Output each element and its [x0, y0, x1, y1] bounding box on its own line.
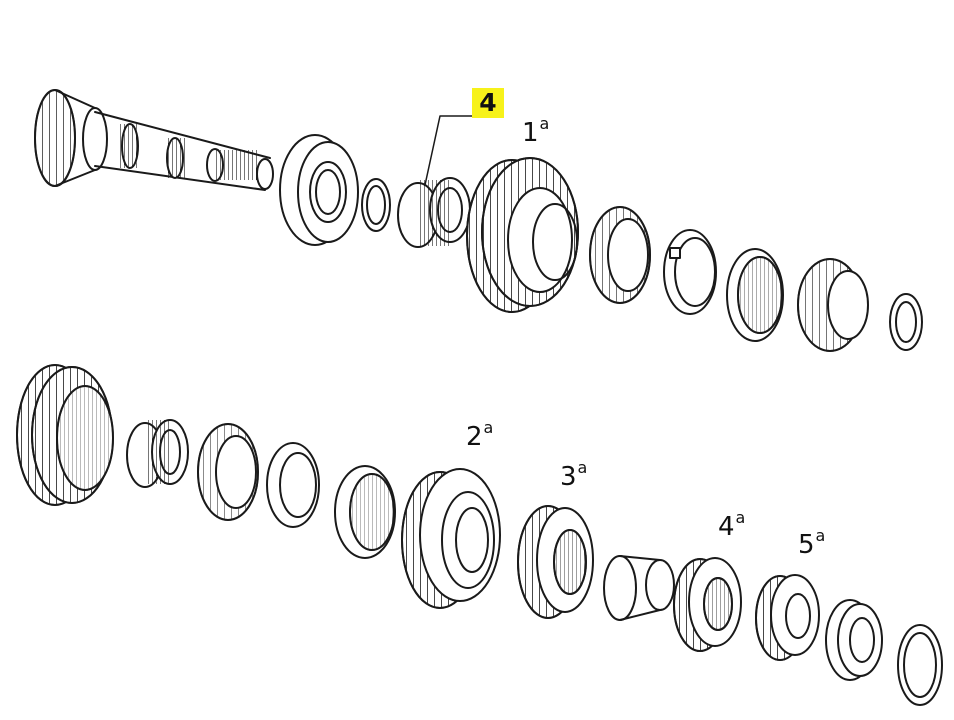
- synchro-outer-bottom: [334, 465, 396, 559]
- gear-label-second: 2a: [466, 420, 493, 452]
- synchro-ring-bottom: [197, 423, 259, 521]
- spacer-sleeve: [603, 555, 675, 621]
- large-ring-gear: [16, 364, 114, 506]
- gear-label-number: 3: [560, 462, 577, 492]
- callout-leader: [424, 115, 473, 186]
- third-gear: [517, 505, 594, 619]
- fifth-gear: [755, 574, 820, 661]
- snap-ring-top: [361, 178, 391, 232]
- synchro-hub: [797, 258, 869, 352]
- fourth-gear: [673, 557, 742, 652]
- shaft-bearing: [279, 134, 359, 246]
- gear-label-fifth: 5a: [798, 528, 825, 560]
- second-gear: [401, 468, 501, 609]
- input-shaft: [34, 89, 274, 191]
- synchro-ring-2: [726, 248, 784, 342]
- gear-label-fourth: 4a: [718, 510, 745, 542]
- gear-label-third: 3a: [560, 460, 587, 492]
- needle-bearing-bottom: [126, 419, 189, 488]
- gear-label-first: 1a: [522, 116, 549, 148]
- gear-label-number: 2: [466, 422, 483, 452]
- circlip-top: [889, 293, 923, 351]
- callout-highlighted-label: 4: [472, 88, 504, 118]
- gear-label-number: 1: [522, 118, 539, 148]
- cone-ring-1: [663, 229, 717, 315]
- gear-label-suffix: a: [577, 458, 588, 477]
- callout-number: 4: [479, 88, 497, 117]
- gear-label-number: 5: [798, 530, 815, 560]
- synchro-ring-1: [589, 206, 651, 304]
- gear-label-suffix: a: [539, 114, 550, 133]
- gear-label-suffix: a: [815, 526, 826, 545]
- gear-label-suffix: a: [735, 508, 746, 527]
- cone-ring-bottom: [266, 442, 320, 528]
- gear-label-suffix: a: [483, 418, 494, 437]
- needle-bearing: [397, 177, 471, 248]
- gear-label-number: 4: [718, 512, 735, 542]
- end-ring: [897, 624, 943, 706]
- end-bearing: [825, 599, 883, 681]
- first-gear: [466, 157, 579, 313]
